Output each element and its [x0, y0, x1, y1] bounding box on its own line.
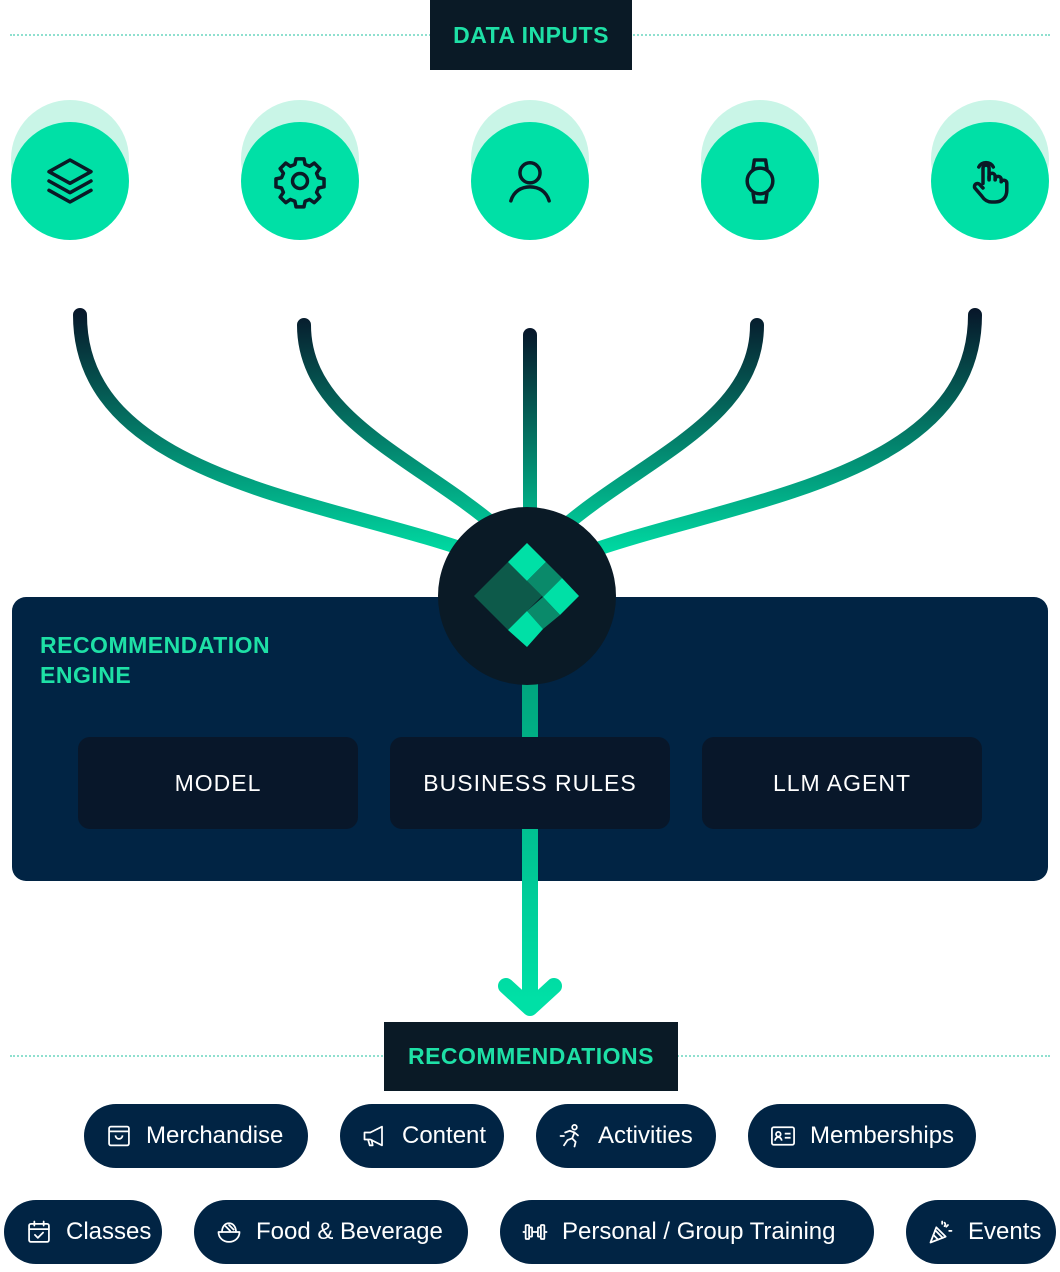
user-icon — [509, 161, 551, 203]
recommendations-title: RECOMMENDATIONS — [407, 1043, 654, 1069]
running-person-icon — [559, 1124, 579, 1148]
llm-agent-label: LLM AGENT — [772, 769, 912, 796]
engine-title-line1: RECOMMENDATION — [40, 632, 271, 658]
party-popper-icon — [929, 1220, 953, 1244]
model-box: MODEL — [78, 737, 358, 829]
pill-label: Food & Beverage — [256, 1218, 443, 1245]
pill-food-beverage: Food & Beverage — [194, 1200, 468, 1264]
pill-label: Events — [968, 1218, 1042, 1245]
food-bowl-icon — [217, 1222, 241, 1243]
data-inputs-header: DATA INPUTS — [430, 0, 632, 70]
connector-4 — [553, 318, 764, 537]
engine-title-line2: ENGINE — [40, 662, 132, 688]
pill-label: Personal / Group Training — [562, 1218, 836, 1245]
connector-5 — [573, 308, 982, 562]
engine-title: RECOMMENDATION ENGINE — [40, 630, 270, 690]
pill-classes: Classes — [4, 1200, 162, 1264]
pill-memberships: Memberships — [748, 1104, 976, 1168]
calendar-check-icon — [28, 1220, 50, 1243]
recommendations-header: RECOMMENDATIONS — [384, 1022, 678, 1091]
megaphone-icon — [363, 1125, 383, 1147]
data-inputs-title: DATA INPUTS — [453, 21, 609, 48]
layers-icon — [47, 158, 93, 204]
pill-label: Activities — [598, 1122, 693, 1149]
pill-content: Content — [340, 1104, 504, 1168]
input-node-watch — [701, 100, 837, 240]
gear-icon — [274, 157, 326, 209]
llm-agent-box: LLM AGENT — [702, 737, 982, 829]
pill-label: Classes — [66, 1218, 152, 1245]
input-node-user — [471, 100, 607, 240]
pill-personal-group-training: Personal / Group Training — [500, 1200, 874, 1264]
member-card-icon — [771, 1126, 795, 1146]
connector-1 — [73, 308, 487, 562]
pill-label: Merchandise — [146, 1122, 284, 1149]
pill-activities: Activities — [536, 1104, 716, 1168]
connector-2 — [297, 318, 507, 537]
input-node-layers — [11, 100, 147, 240]
input-node-gear — [241, 100, 377, 240]
pill-events: Events — [906, 1200, 1056, 1264]
engine-hub — [438, 507, 616, 685]
pill-label: Memberships — [810, 1122, 955, 1149]
pill-merchandise: Merchandise — [84, 1104, 308, 1168]
smartwatch-icon — [745, 158, 775, 204]
engine-logo-icon — [474, 543, 579, 647]
input-node-touch — [931, 100, 1060, 240]
shopping-bag-icon — [108, 1125, 130, 1147]
dumbbell-icon — [522, 1224, 548, 1240]
business-rules-label: BUSINESS RULES — [423, 769, 637, 796]
pill-label: Content — [402, 1122, 487, 1149]
business-rules-box: BUSINESS RULES — [390, 737, 670, 829]
pointer-hand-icon — [972, 160, 1009, 204]
model-label: MODEL — [174, 769, 262, 796]
